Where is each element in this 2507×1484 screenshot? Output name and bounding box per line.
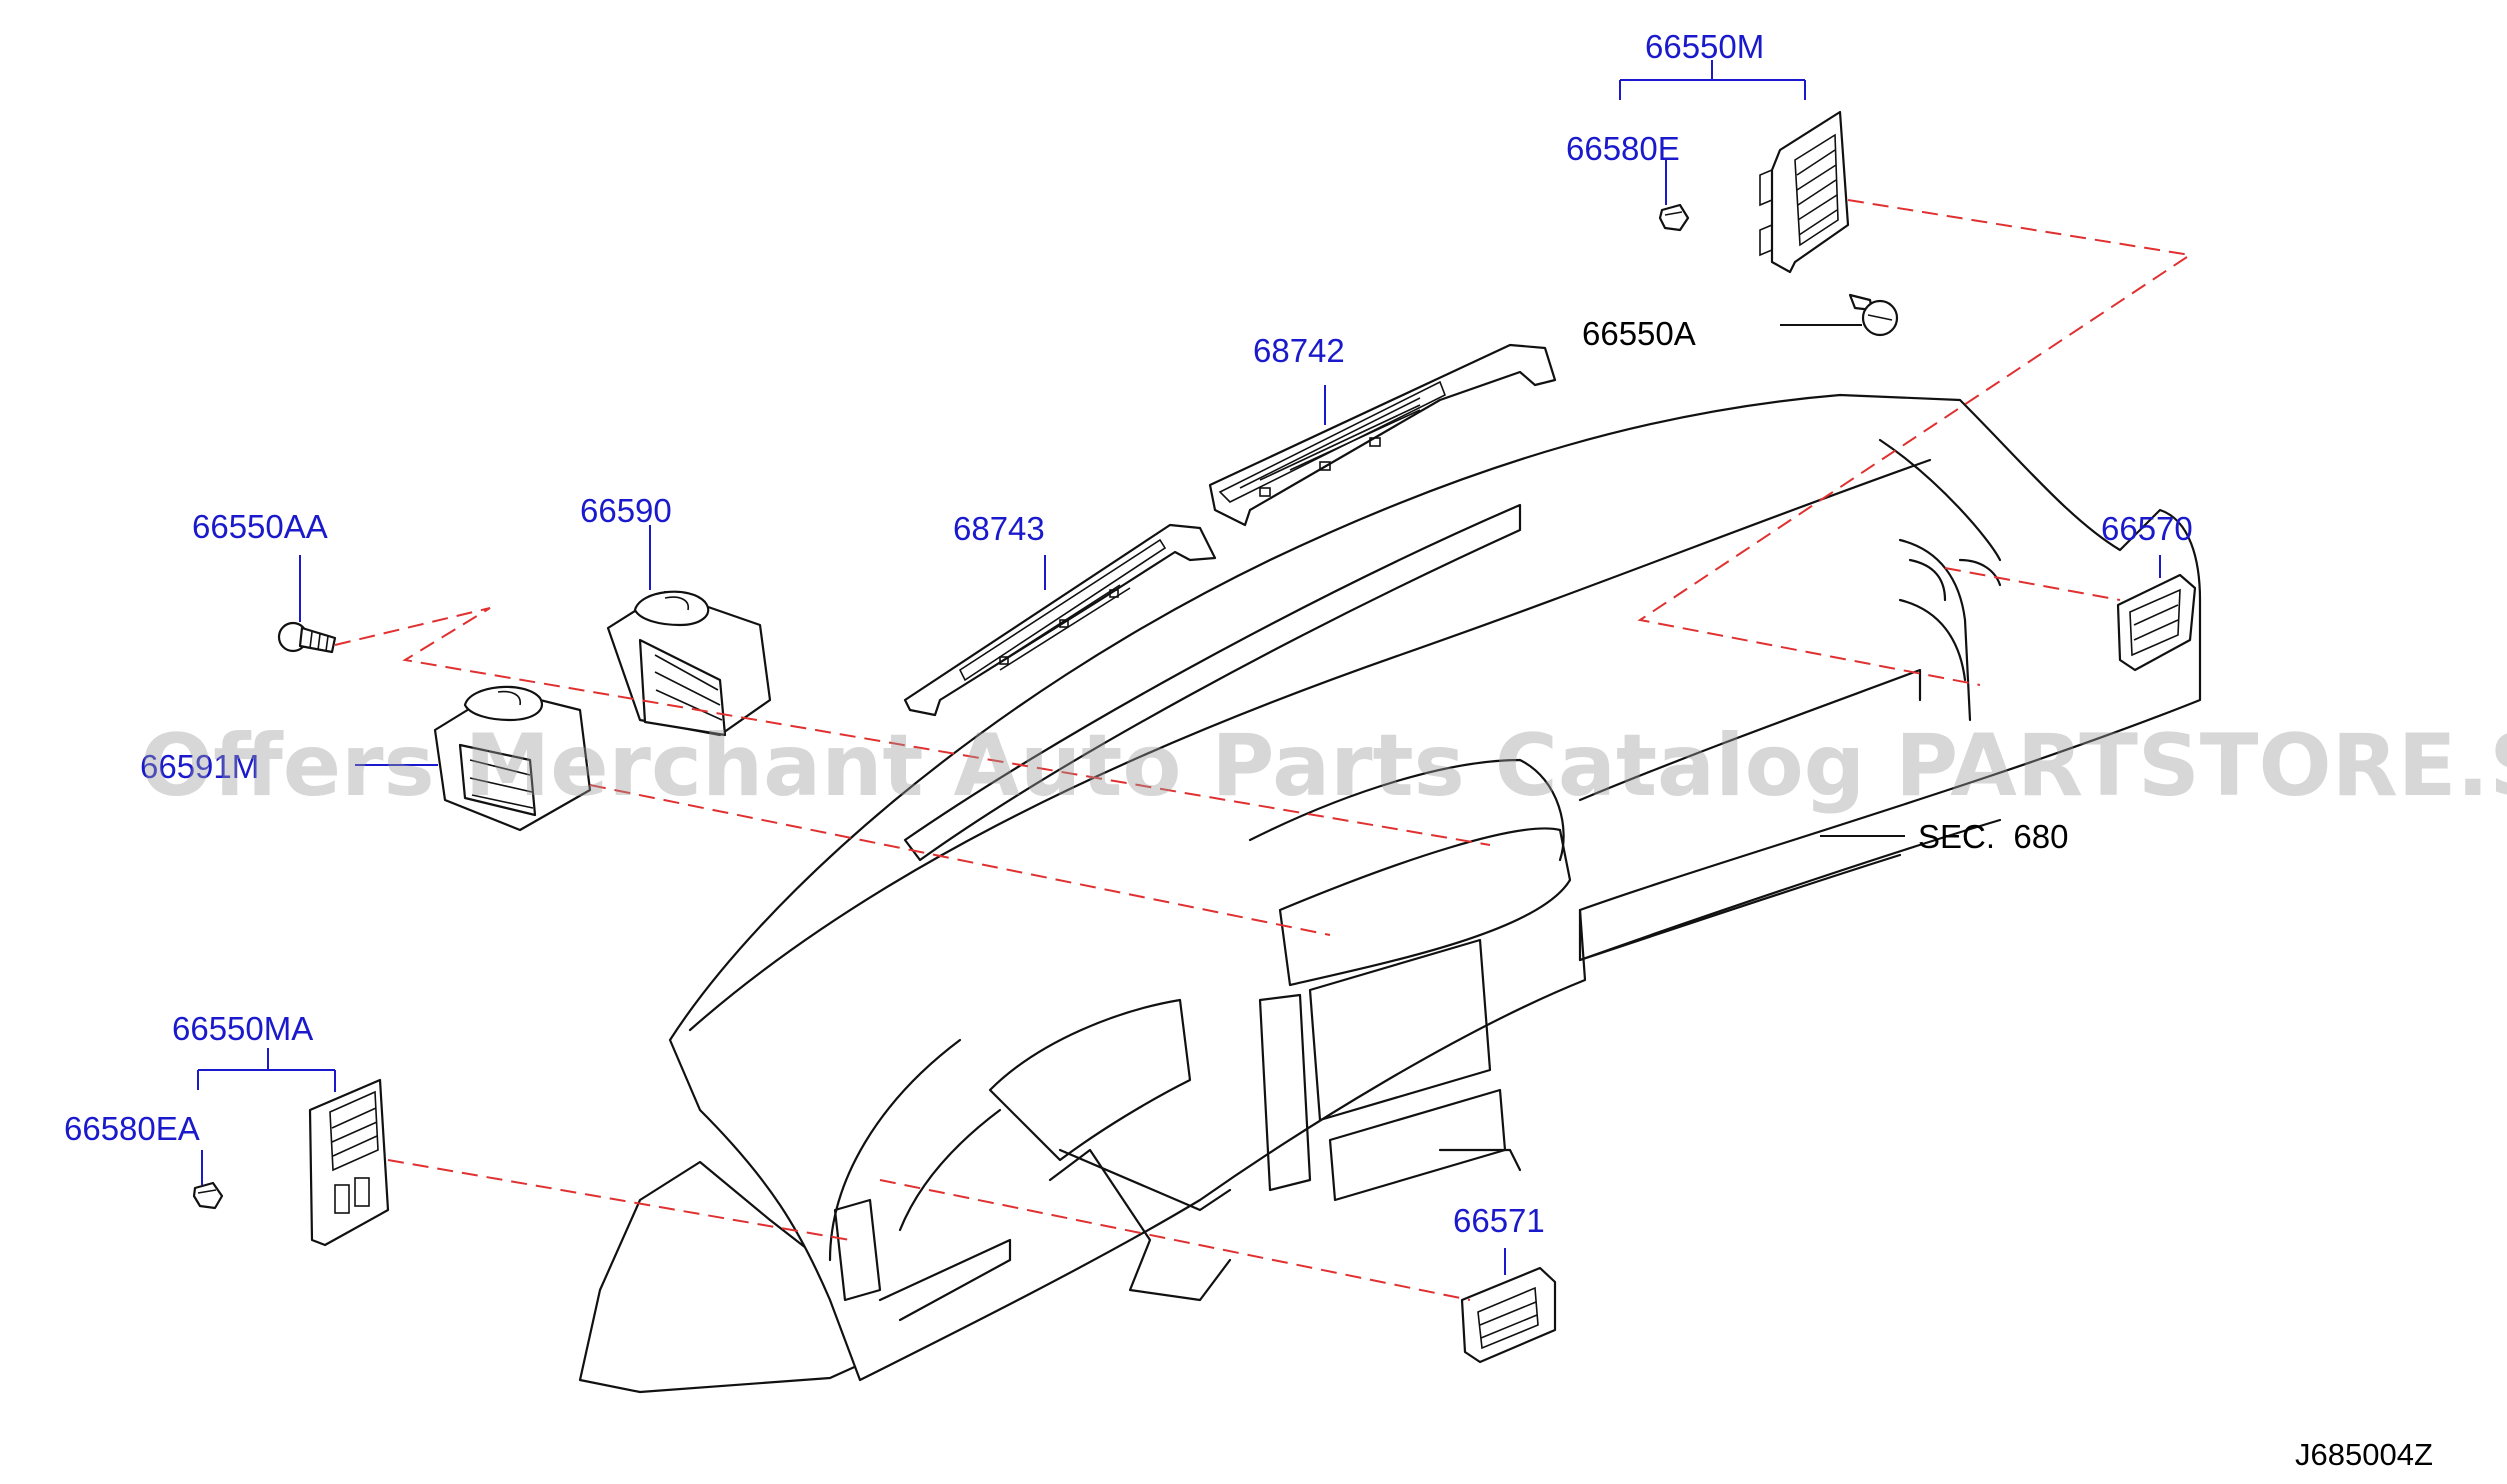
center-vent-66591M [433,685,592,832]
label-68742[interactable]: 68742 [1253,332,1345,369]
leader-lines [197,60,2161,1275]
dash-66550M [1637,199,2193,686]
diagram-code: J685004Z [2295,1437,2433,1472]
label-66591M[interactable]: 66591M [140,748,259,785]
label-66550AA[interactable]: 66550AA [192,508,328,545]
dash-66571 [879,1179,1471,1301]
dashboard-panel [578,393,2202,1394]
screw-66550AA [277,621,337,654]
label-66580EA[interactable]: 66580EA [64,1110,200,1147]
center-vent-66590 [606,590,772,737]
label-66590[interactable]: 66590 [580,492,672,529]
clip-66580E [1658,203,1690,232]
label-66571[interactable]: 66571 [1453,1202,1545,1239]
label-66550M[interactable]: 66550M [1645,28,1764,65]
label-66580E[interactable]: 66580E [1566,130,1680,167]
dash-66550MA [387,1159,851,1241]
center-defroster-grille-68743 [903,523,1217,717]
label-66570[interactable]: 66570 [2101,510,2193,547]
center-defroster-grille-68742 [1208,343,1557,527]
label-68743[interactable]: 68743 [953,510,1045,547]
screw-66550A [1848,293,1899,337]
side-vent-66570 [2116,573,2197,672]
side-vent-66550MA [308,1078,390,1247]
watermark: Offers Merchant Auto Parts Catalog PARTS… [140,716,2507,816]
label-66550MA[interactable]: 66550MA [172,1010,313,1047]
part-labels: 66550M 66580E 66550A 68742 68743 66550AA… [64,28,2433,1472]
dash-66591M [589,784,1331,936]
assembly-dash-lines [334,199,2193,1301]
dash-66590-66591M [334,607,1491,846]
clip-66580EA [192,1181,224,1210]
label-66550A[interactable]: 66550A [1582,315,1696,352]
side-vent-66571 [1460,1266,1557,1364]
section-reference[interactable]: SEC. 680 [1918,818,2068,855]
side-vent-66550M [1759,110,1850,274]
dash-66570 [1944,567,2121,601]
